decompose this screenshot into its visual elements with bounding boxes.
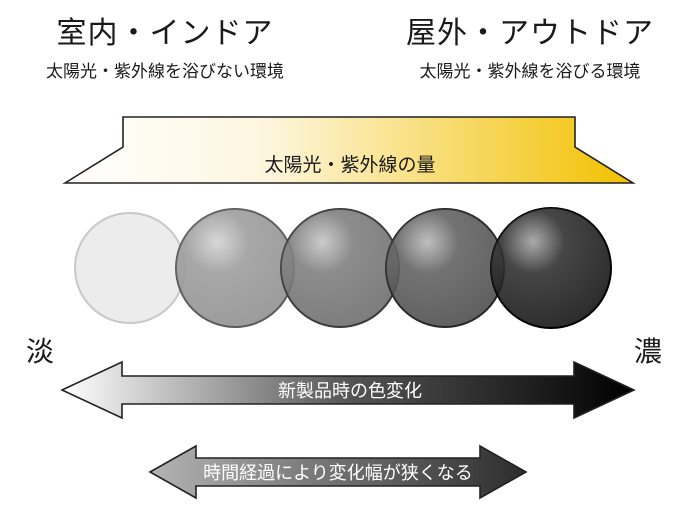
outdoor-header: 屋外・アウトドア 太陽光・紫外線を浴びる環境	[380, 17, 680, 83]
sunlight-arrow-label: 太陽光・紫外線の量	[264, 154, 435, 176]
sunlight-arrow-shape	[62, 116, 636, 184]
sunlight-arrow: 太陽光・紫外線の量	[62, 116, 636, 184]
narrowing-arrow-shape	[148, 444, 528, 500]
narrowing-arrow: 時間経過により変化幅が狭くなる	[148, 444, 528, 500]
new-product-arrow-label: 新製品時の色変化	[278, 381, 422, 402]
indoor-title: 室内・インドア	[56, 16, 274, 51]
lens-row	[74, 207, 612, 329]
lens-shine-2	[176, 209, 294, 327]
narrowing-arrow-label: 時間経過により変化幅が狭くなる	[203, 463, 473, 484]
lens-shine-4	[386, 209, 504, 327]
indoor-subtitle: 太陽光・紫外線を浴びない環境	[46, 62, 284, 82]
lens-shine-5	[491, 208, 611, 328]
outdoor-subtitle: 太陽光・紫外線を浴びる環境	[419, 62, 641, 82]
new-product-arrow: 新製品時の色変化	[60, 360, 636, 420]
label-light: 淡	[26, 335, 55, 368]
lens-1	[74, 212, 186, 324]
lens-shine-3	[281, 209, 399, 327]
new-product-arrow-shape	[60, 360, 636, 420]
outdoor-title: 屋外・アウトドア	[406, 16, 654, 51]
label-dark: 濃	[634, 335, 663, 368]
indoor-header: 室内・インドア 太陽光・紫外線を浴びない環境	[20, 17, 310, 83]
